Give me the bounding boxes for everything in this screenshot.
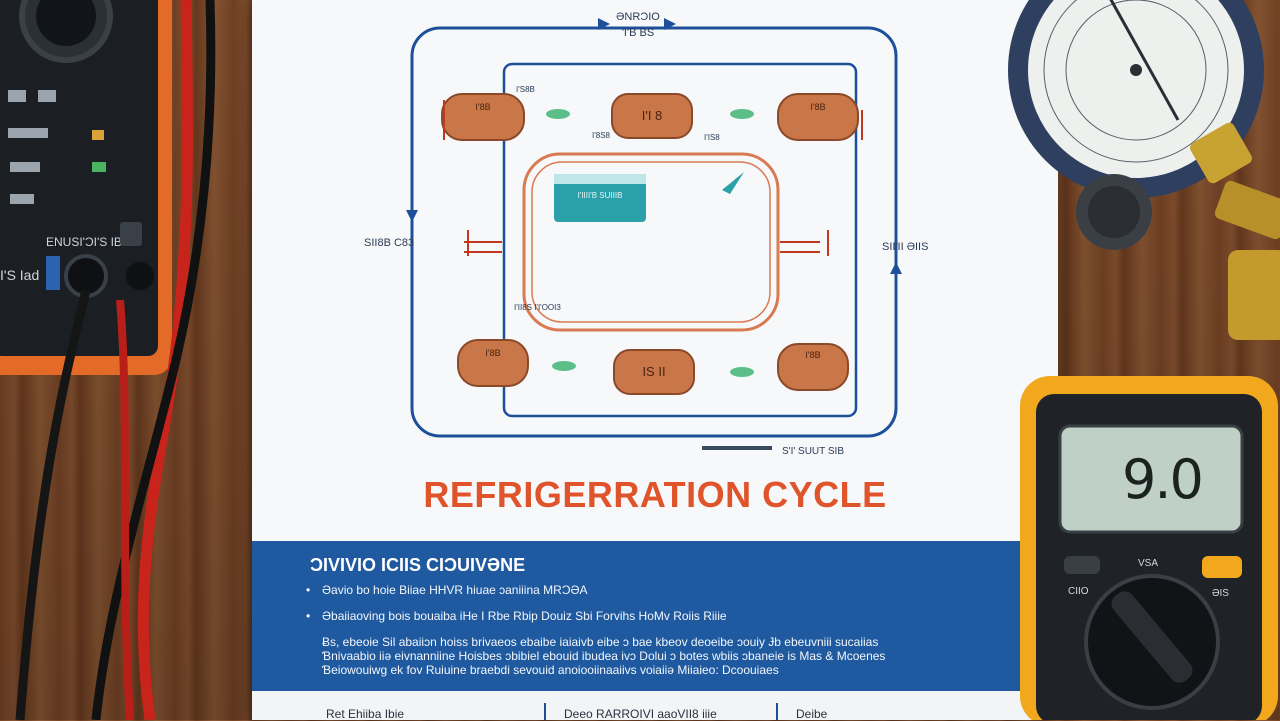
- diagram-label-inner-top-mid: I'8S8: [592, 131, 611, 140]
- diagram-label-inner-top-right: I'IS8: [704, 133, 720, 142]
- tank-label-line-1: I'IIII'B SUIIIB: [578, 191, 623, 200]
- knob-label-1: CIIO: [1068, 586, 1089, 597]
- band-paragraph-1: Ƀs, ebeoie Sil abaiiɔn hoiss brivaeos eb…: [322, 635, 879, 649]
- left-multimeter-panel-label: ENUSI'ƆI'S IB'S: [46, 235, 132, 249]
- band-bullet-1: Əavio bo hoie Biiae HHVR hiuae ɔaniiina …: [306, 583, 588, 597]
- left-multimeter: ENUSI'ƆI'S IB'S I'S Iad: [0, 0, 172, 375]
- diagram-label-top-center-2: 'I'B BS: [622, 27, 654, 39]
- poster-footer: Ret Ehiiba Ibie Deeo RARROIVI aaoVII8 ii…: [252, 691, 1058, 721]
- right-multimeter: CIIO VSA ƏIS: [1020, 376, 1278, 720]
- svg-text:I'IIII'B SUIIIB: I'IIII'B SUIIIB: [578, 191, 623, 200]
- diagram-label-right-side: SII'II ƏIIS: [882, 241, 928, 253]
- footer-cell-2: Deeo RARROIVI aaoVII8 iiie: [564, 707, 717, 721]
- band-bullet-2: Əbaiiaoving bois bouaiba iHe I Rbe Rbip …: [306, 609, 727, 623]
- diagram-label-top-center-1: ƏNRƆIO: [616, 11, 660, 23]
- component-label-top-mid: I'I 8: [642, 108, 663, 123]
- knob-label-3: ƏIS: [1212, 588, 1229, 599]
- refrigeration-cycle-poster: I'IIII'B SUIIIB I'I 8 IS II I'8B I'8B I'…: [252, 0, 1058, 721]
- diagram-label-inner-top-left: I'S8B: [516, 85, 535, 94]
- knob-label-2: VSA: [1138, 558, 1158, 569]
- component-label-bottom-left: I'8B: [485, 348, 500, 358]
- probe-wires: [15, 0, 216, 720]
- footer-separator: [544, 703, 546, 720]
- band-paragraph-2: Ɓnivaabio iiə eivnanniine Hoisbes ɔbibie…: [322, 649, 886, 663]
- left-multimeter-small-label: I'S Iad: [0, 267, 39, 283]
- cycle-diagram: I'IIII'B SUIIIB I'I 8 IS II I'8B I'8B I'…: [364, 11, 928, 457]
- footer-cell-1: Ret Ehiiba Ibie: [326, 707, 405, 721]
- multimeter-display-value: 9.0: [1122, 448, 1204, 511]
- poster-title: REFRIGERRATION CYCLE: [423, 474, 887, 515]
- component-label-bottom-mid: IS II: [642, 364, 665, 379]
- diagram-label-bottom-right: S'I' SUUT SIB: [782, 446, 844, 457]
- component-label-bottom-right: I'8B: [805, 350, 820, 360]
- pressure-gauge: [1008, 0, 1280, 340]
- description-band: ƆIVIVIO ICIIS CIƆUIVƏNE Əavio bo hoie Bi…: [252, 541, 1058, 691]
- diagram-label-left-side: SII8B C83: [364, 237, 414, 249]
- component-label-top-right: I'8B: [810, 102, 825, 112]
- diagram-label-inner-bottom-left: I'II8S I'I'OOI3: [514, 303, 561, 312]
- band-heading: ƆIVIVIO ICIIS CIƆUIVƏNE: [310, 555, 526, 575]
- footer-cell-3: Deibe: [796, 707, 828, 721]
- component-label-top-left: I'8B: [475, 102, 490, 112]
- footer-separator: [776, 703, 778, 720]
- band-paragraph-3: Ɓeiowouiwg ek fov Ruiuine braebdi sevoui…: [322, 663, 779, 677]
